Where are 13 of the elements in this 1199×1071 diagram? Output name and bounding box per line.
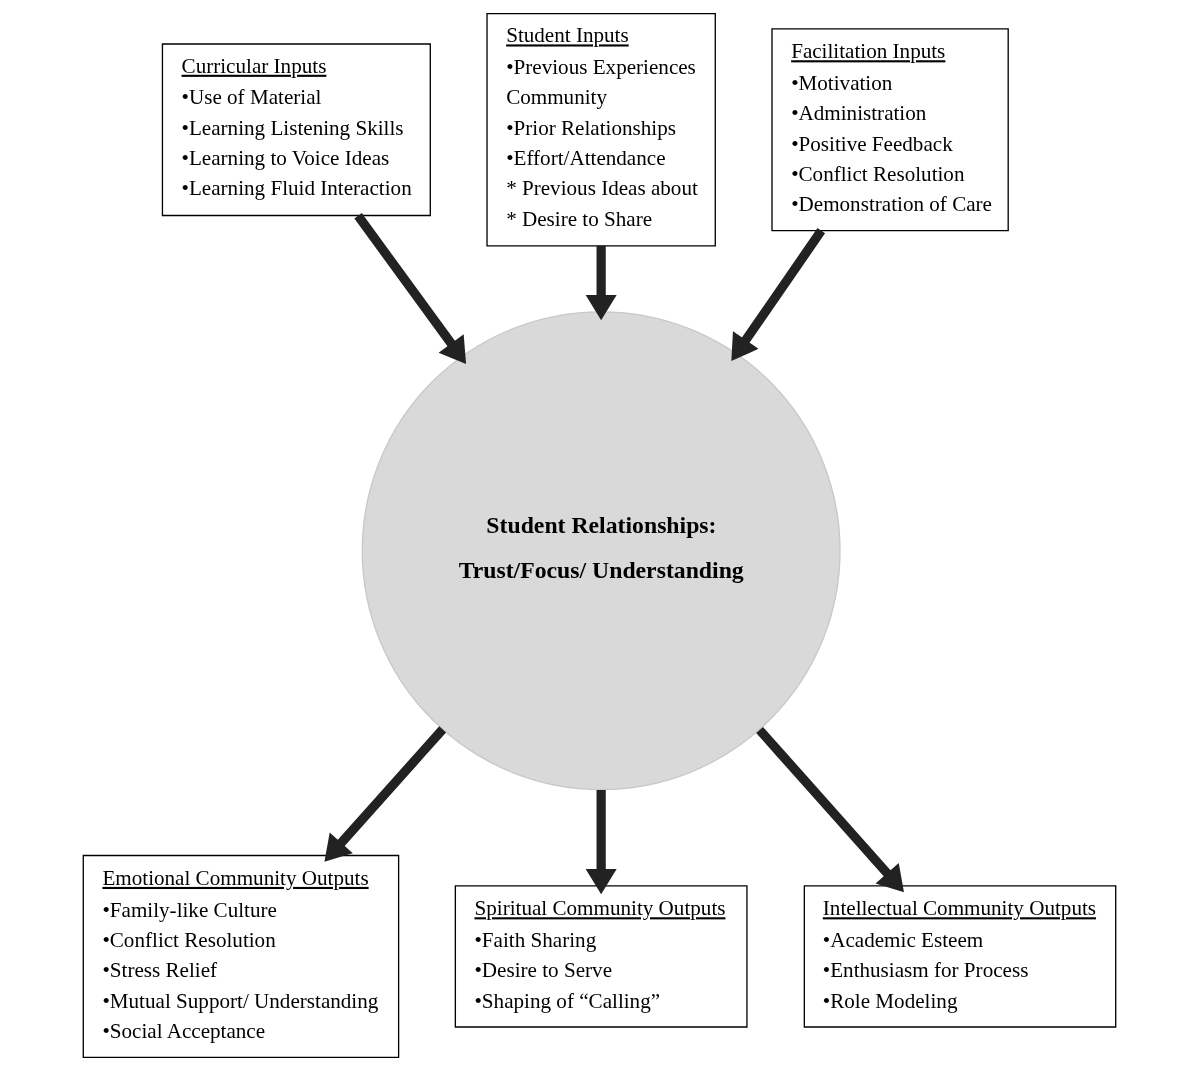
- node-box: Student Inputs •Previous Experiences Community •Prior Relationships •Effort/Attendance * Previous Ideas about * Desire to Share: [486, 13, 716, 247]
- arrow: [731, 228, 826, 361]
- arrow: [585, 790, 617, 895]
- arrow: [756, 726, 904, 893]
- node-box: Intellectual Community Outputs •Academic Esteem •Enthusiasm for Process •Role Modeling: [803, 885, 1117, 1028]
- node-box: Emotional Community Outputs •Family-like Culture •Conflict Resolution •Stress Relief •Mutual Support/ Understanding •Social Acceptance: [82, 854, 400, 1058]
- node-circle: Student Relationships: Trust/Focus/ Understanding: [361, 311, 841, 791]
- arrow: [324, 726, 447, 862]
- arrow: [585, 245, 617, 321]
- arrow: [354, 213, 467, 364]
- node-box: Curricular Inputs •Use of Material •Learning Listening Skills •Learning to Voice Ideas •Learning Fluid Interaction: [161, 43, 431, 217]
- node-box: Facilitation Inputs •Motivation •Administration •Positive Feedback •Conflict Resolution •Demonstration of Care: [771, 28, 1009, 232]
- node-box: Spiritual Community Outputs •Faith Sharing •Desire to Serve •Shaping of “Calling”: [454, 885, 748, 1028]
